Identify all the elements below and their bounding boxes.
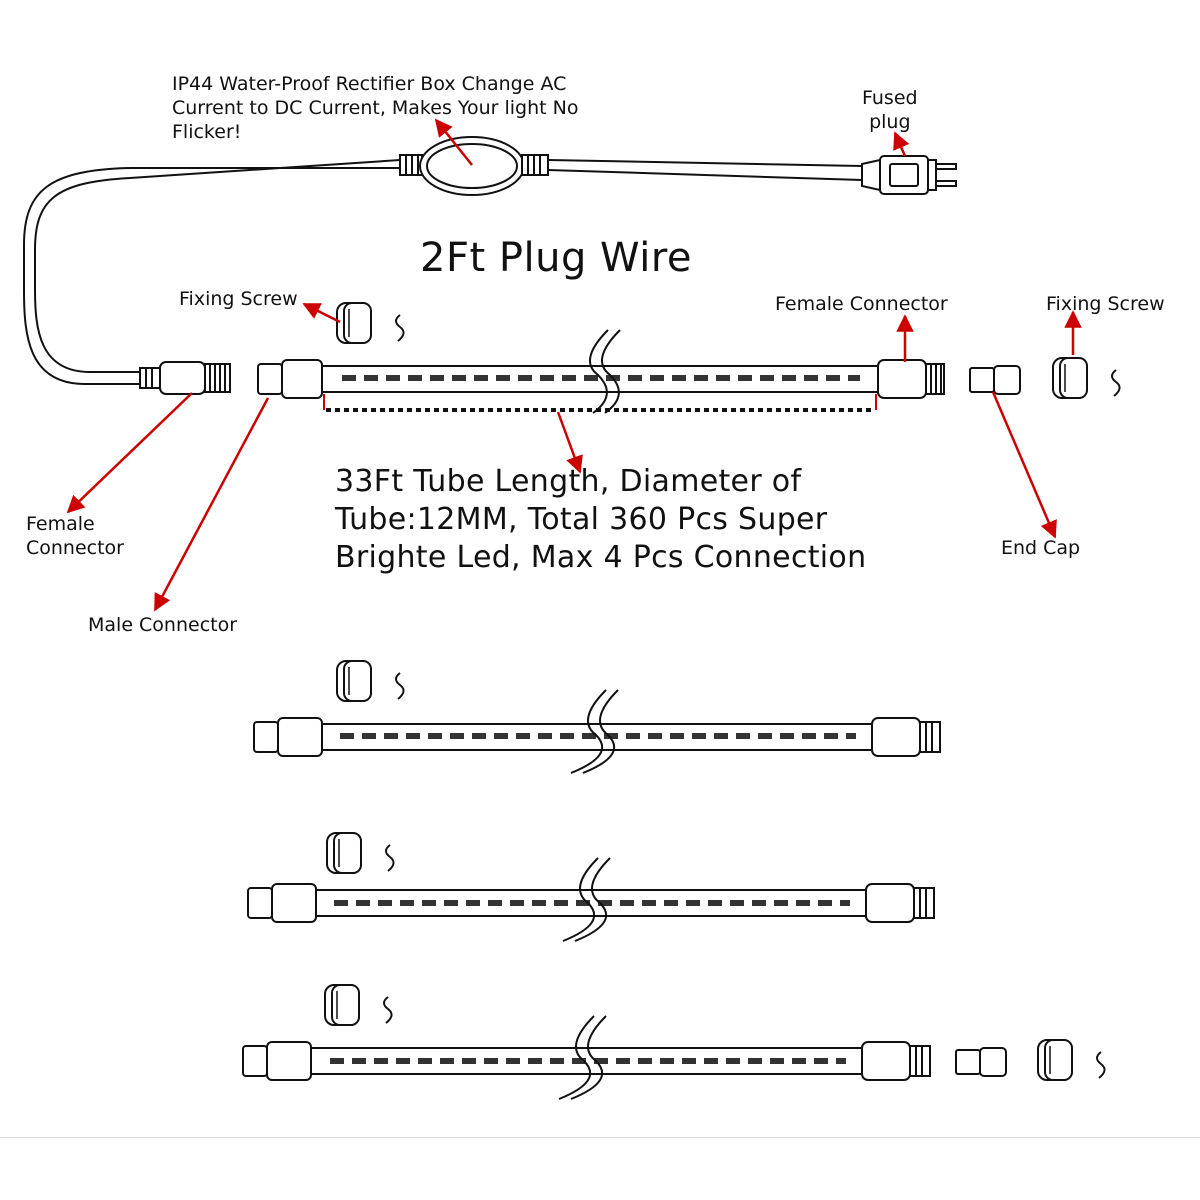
tube-row-3 (247, 832, 935, 942)
callout-arrows (66, 118, 1082, 612)
rectifier-box (399, 136, 549, 196)
fixing-screw-cap-right (1052, 357, 1121, 399)
rectifier-label: IP44 Water-Proof Rectifier Box Change AC… (172, 73, 579, 143)
end-cap-top (969, 365, 1021, 395)
tube-spec-label: 33Ft Tube Length, Diameter of Tube:12MM,… (335, 464, 867, 575)
fused-plug-label: Fused plug (862, 87, 918, 133)
plug-wire (23, 159, 863, 385)
tube-row-2 (253, 660, 941, 774)
female-connector-label-top: Female Connector (775, 293, 948, 315)
fixing-screw-label-left: Fixing Screw (179, 288, 298, 310)
female-connector-label-left: Female Connector (26, 513, 124, 559)
fused-plug (861, 155, 957, 195)
end-cap-label: End Cap (1001, 537, 1081, 559)
bottom-divider (0, 1137, 1200, 1138)
tube-row-4 (242, 984, 1106, 1100)
tube-row-1 (257, 329, 945, 414)
plug-wire-title: 2Ft Plug Wire (420, 235, 693, 281)
wire-female-connector (139, 361, 231, 395)
male-connector-label: Male Connector (88, 614, 238, 636)
fixing-screw-cap-top (336, 302, 405, 344)
fixing-screw-label-right: Fixing Screw (1046, 293, 1165, 315)
